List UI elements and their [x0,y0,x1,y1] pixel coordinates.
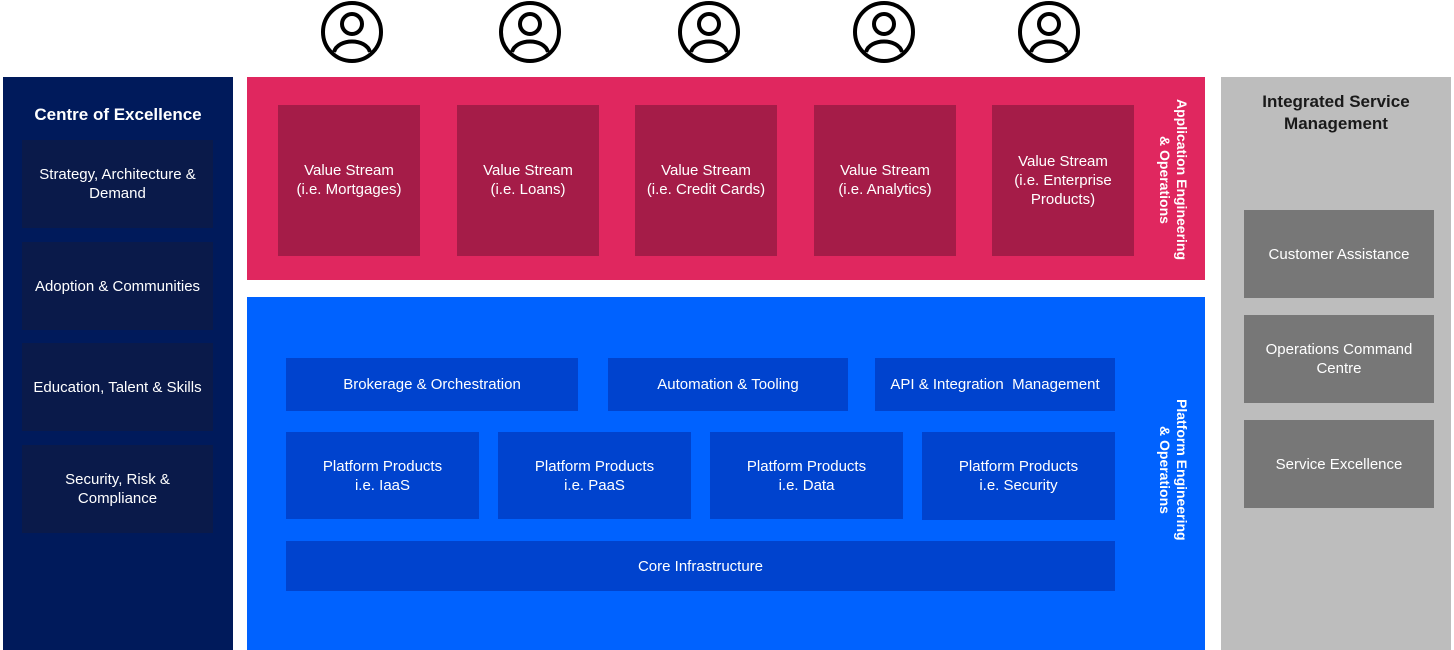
brokerage-orchestration-box: Brokerage & Orchestration [286,358,578,411]
user-icon [498,0,562,64]
platform-box-label: Brokerage & Orchestration [343,376,521,393]
value-stream-analytics: Value Stream (i.e. Analytics) [814,105,956,256]
platform-products-iaas: Platform Products i.e. IaaS [286,432,479,519]
application-engineering-label: Application Engineering & Operations [1157,99,1190,261]
coe-item-label: Security, Risk & Compliance [65,471,170,507]
ism-item-label: Customer Assistance [1268,245,1410,263]
platform-products-security: Platform Products i.e. Security [922,432,1115,520]
service-excellence-box: Service Excellence [1244,420,1434,508]
value-stream-label: Value Stream (i.e. Enterprise Products) [1014,153,1112,208]
value-stream-credit-cards: Value Stream (i.e. Credit Cards) [635,105,777,256]
value-stream-label: Value Stream (i.e. Credit Cards) [646,162,766,198]
user-icon [852,0,916,64]
platform-box-label: Platform Products i.e. Security [958,458,1079,494]
value-stream-label: Value Stream (i.e. Analytics) [838,162,932,198]
value-stream-mortgages: Value Stream (i.e. Mortgages) [278,105,420,256]
coe-item-label: Strategy, Architecture & Demand [39,166,196,202]
core-infrastructure-box: Core Infrastructure [286,541,1115,591]
ism-item-label: Service Excellence [1275,455,1403,473]
value-stream-enterprise-products: Value Stream (i.e. Enterprise Products) [992,105,1134,256]
automation-tooling-box: Automation & Tooling [608,358,848,411]
coe-item-strategy: Strategy, Architecture & Demand [22,140,213,228]
platform-box-label: Platform Products i.e. IaaS [322,457,443,494]
coe-item-education: Education, Talent & Skills [22,343,213,431]
user-icon [320,0,384,64]
api-integration-box: API & Integration Management [875,358,1115,411]
value-stream-label: Value Stream (i.e. Mortgages) [296,162,402,198]
coe-item-label: Education, Talent & Skills [33,378,202,396]
ism-item-label: Operations Command Centre [1265,341,1413,377]
user-icon [1017,0,1081,64]
value-stream-loans: Value Stream (i.e. Loans) [457,105,599,256]
operations-command-centre-box: Operations Command Centre [1244,315,1434,403]
centre-of-excellence-title: Centre of Excellence [34,105,202,124]
customer-assistance-box: Customer Assistance [1244,210,1434,298]
platform-box-label: API & Integration Management [890,376,1100,393]
platform-box-label: Core Infrastructure [637,557,764,575]
platform-box-label: Platform Products i.e. Data [746,457,867,494]
platform-box-label: Platform Products i.e. PaaS [534,457,655,494]
coe-item-adoption: Adoption & Communities [22,242,213,330]
coe-item-label: Adoption & Communities [34,277,201,295]
value-stream-label: Value Stream (i.e. Loans) [483,162,573,198]
platform-products-paas: Platform Products i.e. PaaS [498,432,691,519]
platform-products-data: Platform Products i.e. Data [710,432,903,519]
integrated-service-management-title: Integrated Service Management [1262,92,1410,133]
platform-box-label: Automation & Tooling [657,376,799,393]
platform-engineering-label: Platform Engineering & Operations [1157,399,1190,541]
user-icon [677,0,741,64]
coe-item-security: Security, Risk & Compliance [22,445,213,533]
